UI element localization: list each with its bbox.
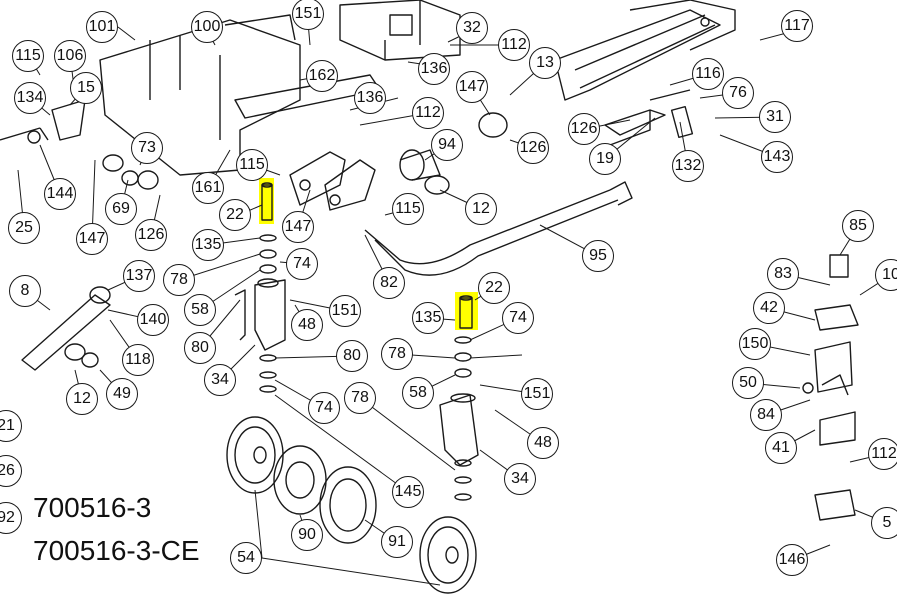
callout: 10 bbox=[875, 259, 897, 291]
callout: 58 bbox=[402, 377, 434, 409]
callout: 151 bbox=[329, 295, 361, 327]
callout: 22 bbox=[219, 199, 251, 231]
arm-beam bbox=[554, 9, 721, 101]
callout: 73 bbox=[131, 132, 163, 164]
callout: 112 bbox=[412, 97, 444, 129]
callout: 116 bbox=[692, 58, 724, 90]
callout: 147 bbox=[76, 223, 108, 255]
callout: 135 bbox=[412, 302, 444, 334]
callout: 95 bbox=[582, 240, 614, 272]
callout: 49 bbox=[106, 378, 138, 410]
callout: 32 bbox=[456, 12, 488, 44]
callout: 85 bbox=[842, 210, 874, 242]
callout: 41 bbox=[765, 432, 797, 464]
callout: 74 bbox=[308, 392, 340, 424]
callout: 91 bbox=[381, 526, 413, 558]
callout: 12 bbox=[465, 193, 497, 225]
callout: 140 bbox=[137, 304, 169, 336]
left-caster-fork bbox=[234, 279, 286, 351]
callout: 12 bbox=[66, 383, 98, 415]
callout: 42 bbox=[753, 292, 785, 324]
callout: 48 bbox=[527, 427, 559, 459]
callout: 147 bbox=[456, 71, 488, 103]
callout: 34 bbox=[504, 463, 536, 495]
callout: 22 bbox=[478, 272, 510, 304]
callout: 19 bbox=[589, 143, 621, 175]
callout: 48 bbox=[291, 309, 323, 341]
callout: 144 bbox=[44, 178, 76, 210]
callout: 146 bbox=[776, 544, 808, 576]
callout: 115 bbox=[392, 193, 424, 225]
right-caster-fork bbox=[439, 394, 479, 466]
lever-arm bbox=[21, 294, 111, 371]
callout: 112 bbox=[868, 438, 897, 470]
callout: 151 bbox=[521, 378, 553, 410]
callout: 83 bbox=[767, 258, 799, 290]
callout: 80 bbox=[184, 332, 216, 364]
callout: 126 bbox=[517, 132, 549, 164]
callout: 143 bbox=[761, 141, 793, 173]
callout: 132 bbox=[672, 150, 704, 182]
callout: 115 bbox=[236, 149, 268, 181]
callout: 76 bbox=[722, 77, 754, 109]
callout: 78 bbox=[381, 338, 413, 370]
callout: 101 bbox=[86, 11, 118, 43]
callout: 135 bbox=[192, 229, 224, 261]
callout: 115 bbox=[12, 40, 44, 72]
callout: 161 bbox=[192, 172, 224, 204]
callout: 15 bbox=[70, 72, 102, 104]
callout: 58 bbox=[184, 294, 216, 326]
callout: 118 bbox=[122, 344, 154, 376]
callout: 136 bbox=[354, 82, 386, 114]
callout: 117 bbox=[781, 10, 813, 42]
tire-91 bbox=[319, 466, 377, 544]
callout: 112 bbox=[498, 29, 530, 61]
callout: 8 bbox=[9, 275, 41, 307]
tire-washer bbox=[273, 445, 327, 515]
callout: 147 bbox=[282, 211, 314, 243]
callout: 74 bbox=[286, 248, 318, 280]
callout: 150 bbox=[739, 328, 771, 360]
callout: 78 bbox=[163, 264, 195, 296]
part-number-ce: 700516-3-CE bbox=[33, 535, 200, 566]
callout: 126 bbox=[135, 219, 167, 251]
wheel-right bbox=[419, 516, 477, 594]
callout: 126 bbox=[568, 113, 600, 145]
callout: 54 bbox=[230, 542, 262, 574]
callout: 145 bbox=[392, 476, 424, 508]
housing-outline bbox=[99, 19, 301, 176]
part-number-primary: 700516-3 bbox=[33, 492, 152, 523]
callout: 50 bbox=[732, 367, 764, 399]
callout: 80 bbox=[336, 340, 368, 372]
callout: 5 bbox=[871, 507, 897, 539]
callout: 25 bbox=[8, 212, 40, 244]
callout: 13 bbox=[529, 47, 561, 79]
callout: 134 bbox=[14, 82, 46, 114]
callout: 100 bbox=[191, 11, 223, 43]
callout: 21 bbox=[0, 410, 22, 442]
callout: 69 bbox=[105, 193, 137, 225]
callout: 84 bbox=[750, 399, 782, 431]
callout: 151 bbox=[292, 0, 324, 30]
handle-tube bbox=[364, 189, 619, 276]
callout: 136 bbox=[418, 53, 450, 85]
callout: 162 bbox=[306, 60, 338, 92]
callout: 90 bbox=[291, 519, 323, 551]
bracket-42 bbox=[814, 341, 853, 393]
callout: 137 bbox=[123, 260, 155, 292]
callout: 106 bbox=[54, 40, 86, 72]
callout: 74 bbox=[502, 302, 534, 334]
callout: 34 bbox=[204, 364, 236, 396]
callout: 82 bbox=[373, 267, 405, 299]
callout: 78 bbox=[344, 382, 376, 414]
callout: 31 bbox=[759, 101, 791, 133]
callout: 94 bbox=[431, 129, 463, 161]
